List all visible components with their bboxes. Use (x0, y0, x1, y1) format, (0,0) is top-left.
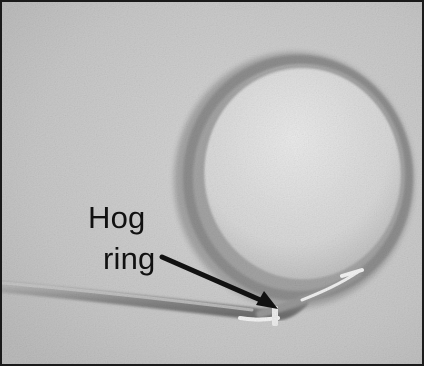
label-ring: ring (103, 239, 156, 279)
label-hog: Hog (88, 198, 145, 238)
hog-ring-photo (2, 2, 422, 364)
hog-ring-clip-body (272, 306, 278, 326)
